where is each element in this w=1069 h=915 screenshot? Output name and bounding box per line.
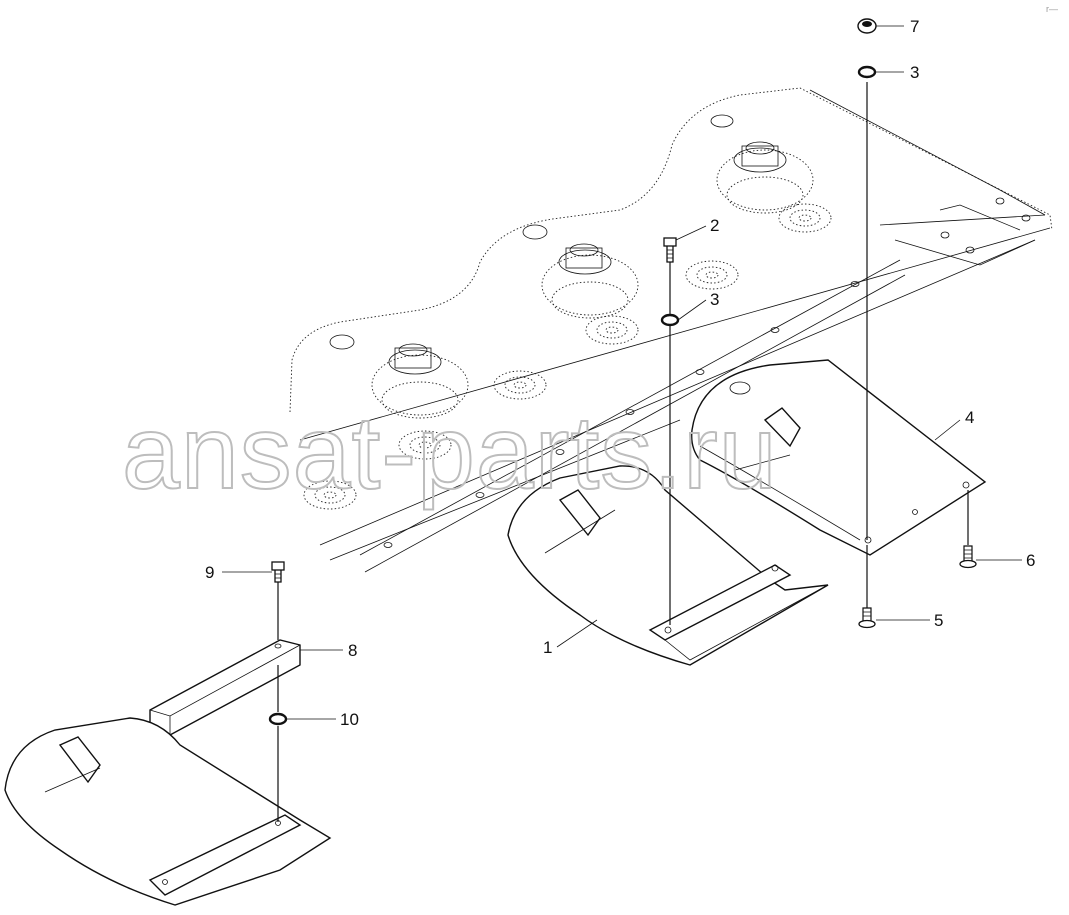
callout-10: 10 <box>340 710 359 729</box>
bolt-icon <box>271 561 285 583</box>
leader-lines <box>222 25 1022 720</box>
callout-8: 8 <box>348 641 357 660</box>
disc-head-right <box>716 141 814 214</box>
callout-4: 4 <box>965 408 974 427</box>
washer-icon <box>660 313 680 327</box>
callout-3: 3 <box>910 63 919 82</box>
screw-icon <box>959 545 977 569</box>
callout-2: 2 <box>710 216 719 235</box>
skid-plate-large <box>690 359 987 556</box>
callout-9: 9 <box>205 563 214 582</box>
callout-1: 1 <box>543 638 552 657</box>
skid-plate-center <box>507 465 829 666</box>
disc-head-left <box>371 343 469 419</box>
corner-mark: r— <box>1046 4 1058 14</box>
assembly-lines <box>277 82 969 822</box>
callout-5: 5 <box>934 611 943 630</box>
washer-icon <box>857 65 877 79</box>
bolt-icon <box>663 237 677 263</box>
skid-plate-assembly-lower <box>4 717 332 906</box>
disc-head-middle <box>541 243 639 319</box>
screw-icon <box>858 607 876 629</box>
gear-pads <box>303 203 832 510</box>
callout-7: 7 <box>910 17 919 36</box>
callout-3: 3 <box>710 290 719 309</box>
watermark-text: ansat-parts.ru <box>122 395 778 511</box>
callout-6: 6 <box>1026 551 1035 570</box>
nut-icon <box>857 18 877 34</box>
cutter-bar-frame <box>289 87 1053 573</box>
washer-icon <box>268 712 288 726</box>
